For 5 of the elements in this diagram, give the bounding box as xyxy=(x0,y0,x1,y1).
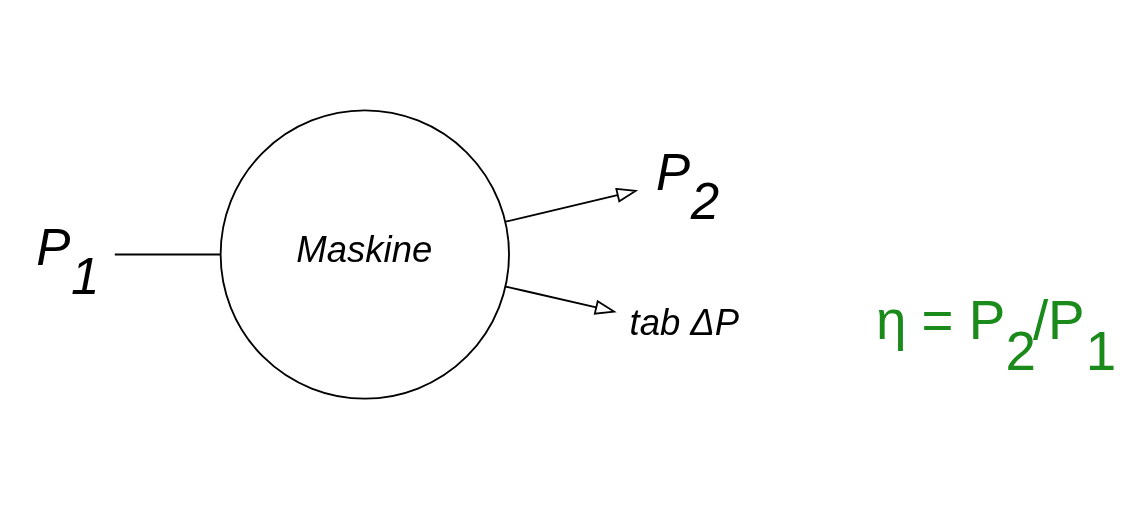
arrow xyxy=(504,285,617,315)
arrow xyxy=(504,187,639,223)
node-text: tab ΔP xyxy=(629,301,740,343)
connector xyxy=(113,253,222,256)
node-circle: Maskine xyxy=(219,109,510,400)
